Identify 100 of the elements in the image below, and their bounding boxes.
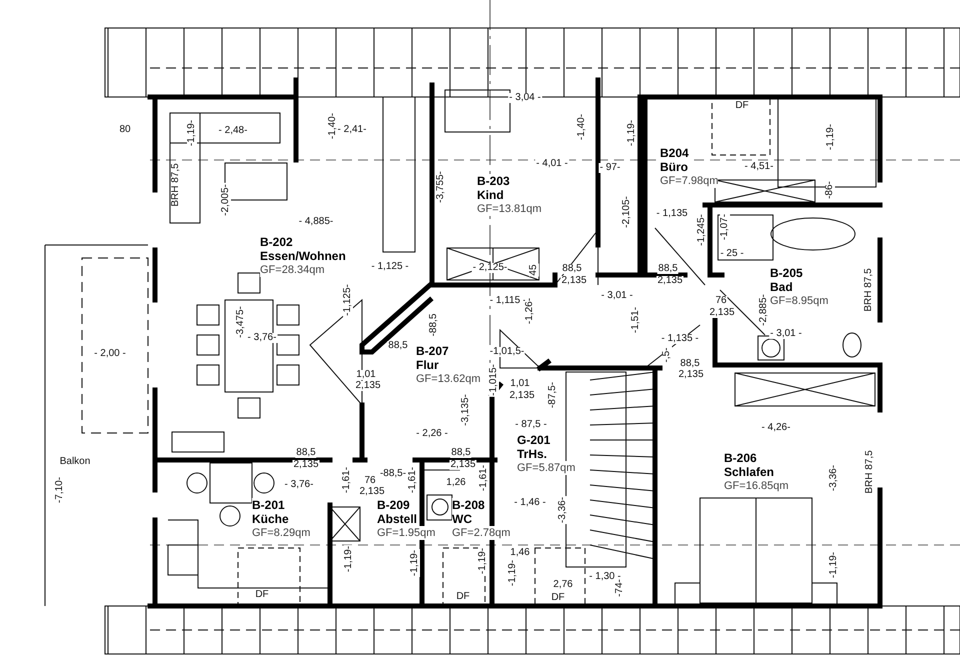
dimension-text: -74- [615, 578, 625, 598]
room-number: G-201 [517, 433, 550, 447]
dimension-text: Balkon [58, 457, 92, 467]
dimension-text: -1,19- [829, 550, 839, 580]
dimension-text: - 2,26 - [415, 429, 449, 439]
dimension-text: - 1,46 - [513, 498, 547, 508]
dimension-text: 2,135 [560, 276, 588, 286]
dimension-text: 88,5 [561, 264, 583, 274]
dimension-text: 2,135 [358, 487, 386, 497]
dimension-text: BRH 87,5 [171, 162, 181, 208]
dimension-text: 1,01 [509, 379, 531, 389]
dimension-text: 1,46 [509, 548, 531, 558]
dimension-text: 2,135 [508, 391, 536, 401]
dimension-text: BRH 87,5 [865, 449, 875, 495]
dimension-text: - 3,04 - [508, 93, 542, 103]
dimension-text: 2,135 [708, 308, 736, 318]
dimension-text: 80 [118, 125, 132, 135]
dimension-text: -,5- [662, 346, 672, 364]
dimension-text: 88,5 [657, 264, 679, 274]
dimension-text: -1,125- [343, 283, 353, 317]
dimension-text: 2,76 [552, 580, 574, 590]
dimension-text: -88,5 [429, 312, 439, 338]
dimension-text: DF [734, 101, 750, 111]
dimension-text: -1,40- [328, 112, 338, 140]
dimension-text: DF [254, 590, 270, 600]
dimension-text: - 3,76- [284, 480, 314, 490]
dimension-text: 2,135 [677, 370, 705, 380]
dimension-text: -1,40- [577, 112, 587, 142]
dimension-text: 76 [714, 296, 728, 306]
dimension-text: - 4,26- [760, 423, 792, 433]
room-number: B-207 [416, 344, 449, 358]
room-area: GF=28.34qm [260, 263, 325, 277]
dimension-text: - 1,135 - [660, 334, 700, 344]
dimension-text: -3,755- [436, 170, 446, 204]
room-number: B-202 [260, 235, 293, 249]
dimension-text: - 2,48- [218, 126, 248, 136]
room-name: Küche [252, 512, 289, 526]
dimension-text: -87,5- [548, 380, 558, 410]
room-area: GF=8.95qm [770, 294, 828, 308]
dimension-text: 2,135 [656, 276, 684, 286]
dimension-text: 2,135 [292, 460, 320, 470]
dimension-text: -1,07- [720, 212, 730, 242]
dimension-text: -2,885- [759, 293, 769, 327]
dimension-text: 88,5 [679, 359, 701, 369]
dimension-text: -1,19- [344, 544, 354, 574]
dimension-text: DF [550, 593, 566, 603]
dimension-text: 76 [363, 476, 377, 486]
dimension-text: -88,5- [378, 469, 408, 479]
room-area: GF=13.81qm [477, 202, 542, 216]
room-name: TrHs. [517, 447, 548, 461]
dimension-text: - 97- [598, 163, 622, 173]
room-name: Essen/Wohnen [260, 249, 346, 263]
room-name: Flur [416, 358, 439, 372]
room-name: Kind [477, 188, 504, 202]
dimension-text: 1,01 [355, 370, 377, 380]
room-name: Schlafen [724, 465, 774, 479]
dimension-text: - 4,01 - [535, 159, 569, 169]
dimension-text: -1,19- [410, 548, 420, 578]
dimension-text: BRH 87,5 [864, 267, 874, 313]
dimension-text: 88,5 [295, 448, 317, 458]
dimension-text: - 3,01 - [769, 329, 803, 339]
dimension-text: - 1,135 [655, 209, 689, 219]
dimension-text: - 3,01 - [600, 291, 634, 301]
dimension-text: -1,01,5- [488, 347, 526, 357]
room-name: Büro [660, 160, 688, 174]
dimension-text: - 87,5 - [514, 420, 548, 430]
dimension-text: - 2,00 - [93, 349, 127, 359]
dimension-text: 1,26 [445, 478, 467, 488]
dimension-text: -1,26- [525, 296, 535, 326]
room-number: B-203 [477, 174, 510, 188]
dimension-text: -1,61- [342, 466, 352, 494]
dimension-text: -3,36- [829, 464, 839, 492]
dimension-text: 88,5 [387, 341, 409, 351]
room-area: GF=2.78qm [452, 526, 510, 540]
room-area: GF=16.85qm [724, 479, 789, 493]
dimension-text: -86- [825, 180, 835, 200]
room-number: B-206 [724, 451, 757, 465]
room-area: GF=5.87qm [517, 461, 576, 475]
room-number: B-208 [452, 498, 485, 512]
dimension-text: -3,135- [461, 393, 471, 427]
room-area: GF=1.95qm [377, 526, 436, 540]
room-name: Abstell [377, 512, 418, 526]
dimension-text: -1,19- [826, 122, 836, 152]
dimension-text: -7,10- [55, 476, 65, 504]
room-area: GF=13.62qm [416, 372, 481, 386]
dimension-text: -1,015- [489, 363, 499, 397]
dimension-text: - 2,125- [472, 263, 508, 273]
dimension-text: - 4,51- [744, 162, 774, 172]
dimension-text: - 2,41- [336, 125, 368, 135]
dimension-text: -1,19- [508, 558, 518, 588]
dimension-text: -2,005- [221, 183, 231, 217]
room-area: GF=7.98qm [660, 174, 718, 188]
dimension-text: -3,475- [236, 305, 246, 339]
dimension-text: DF [455, 592, 471, 602]
dimension-text: -1,245- [697, 213, 707, 247]
dimension-text: -1,19- [627, 118, 637, 148]
room-name: Bad [770, 280, 793, 294]
dimension-text: 2,135 [354, 381, 382, 391]
dimension-text: -1,19- [478, 546, 488, 576]
room-area: GF=8.29qm [252, 526, 310, 540]
